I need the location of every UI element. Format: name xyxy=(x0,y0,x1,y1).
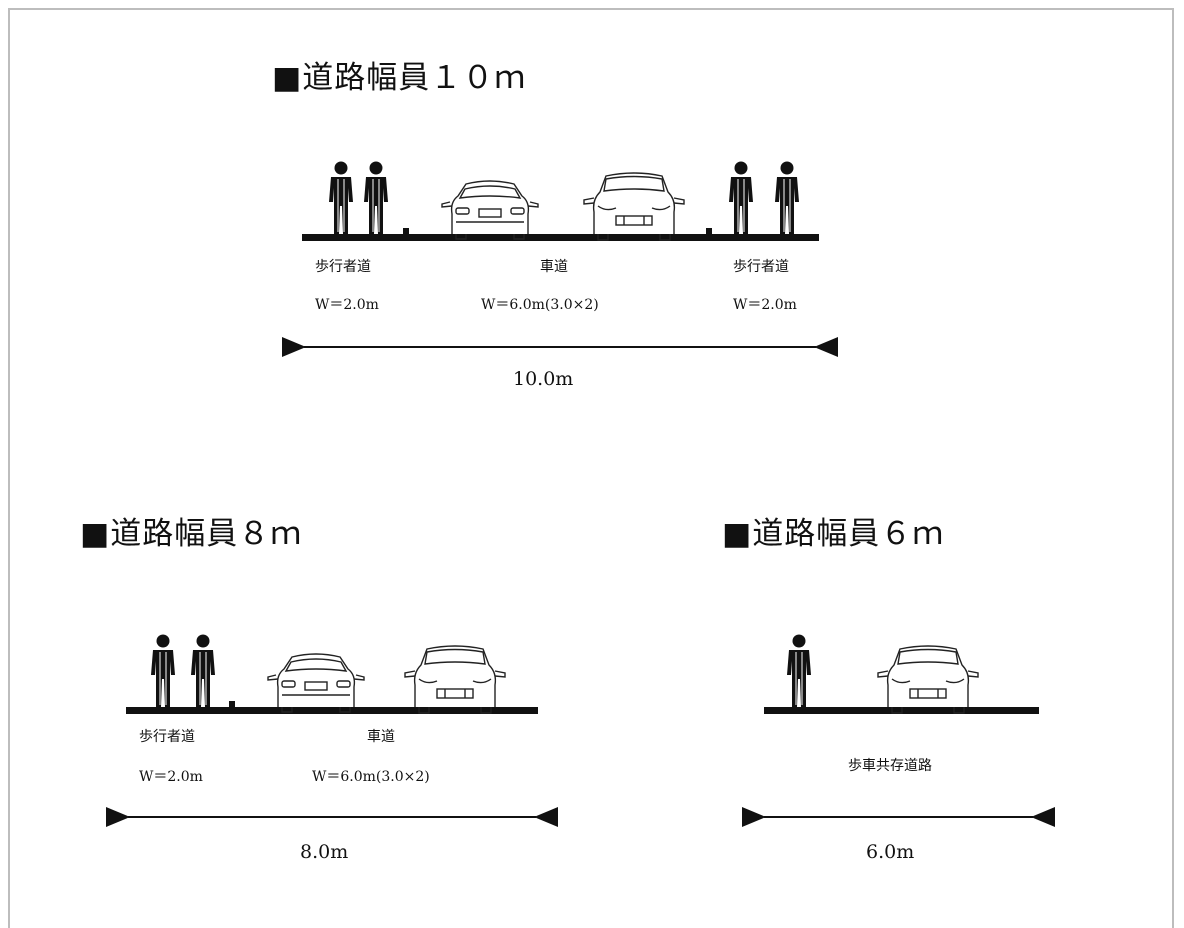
total-width-8m: 8.0m xyxy=(300,841,349,863)
pedestrian-icon xyxy=(190,634,216,708)
title-road-8m: ■道路幅員８ｍ xyxy=(80,516,303,552)
roadway-width: W＝6.0m(3.0×2) xyxy=(481,297,599,313)
roadway-label-8m: 車道 xyxy=(367,729,395,745)
curb-right-10m xyxy=(706,228,712,235)
sidewalk-left-label: 歩行者道 xyxy=(315,259,371,275)
pedestrian-icon xyxy=(150,634,176,708)
pedestrian-icon xyxy=(728,161,754,235)
car-front-icon xyxy=(404,645,506,714)
roadway-label: 車道 xyxy=(540,259,568,275)
title-road-10m: ■道路幅員１０ｍ xyxy=(272,60,527,96)
title-road-6m: ■道路幅員６ｍ xyxy=(722,516,945,552)
section-8m-graphic xyxy=(106,634,558,827)
section-10m-graphic xyxy=(282,161,838,357)
sidewalk-width-8m: W＝2.0m xyxy=(139,769,203,785)
road-surface-8m xyxy=(126,707,538,714)
car-rear-icon xyxy=(267,653,365,713)
road-surface-10m xyxy=(302,234,819,241)
section-6m-graphic xyxy=(742,634,1055,827)
diagram-frame xyxy=(8,8,1174,928)
pedestrian-icon xyxy=(363,161,389,235)
shared-road-label: 歩車共存道路 xyxy=(848,758,932,774)
curb-8m xyxy=(229,701,235,714)
sidewalk-label-8m: 歩行者道 xyxy=(139,729,195,745)
total-width-6m: 6.0m xyxy=(866,841,915,863)
car-front-icon xyxy=(583,172,685,241)
car-rear-icon xyxy=(441,180,539,240)
sidewalk-right-label: 歩行者道 xyxy=(733,259,789,275)
total-width-10m: 10.0m xyxy=(513,368,574,390)
car-front-icon xyxy=(877,645,979,714)
pedestrian-icon xyxy=(328,161,354,235)
sidewalk-right-width: W＝2.0m xyxy=(733,297,797,313)
sidewalk-left-width: W＝2.0m xyxy=(315,297,379,313)
pedestrian-icon xyxy=(774,161,800,235)
pedestrian-icon xyxy=(786,634,812,708)
roadway-width-8m: W＝6.0m(3.0×2) xyxy=(312,769,430,785)
curb-left-10m xyxy=(403,228,409,235)
